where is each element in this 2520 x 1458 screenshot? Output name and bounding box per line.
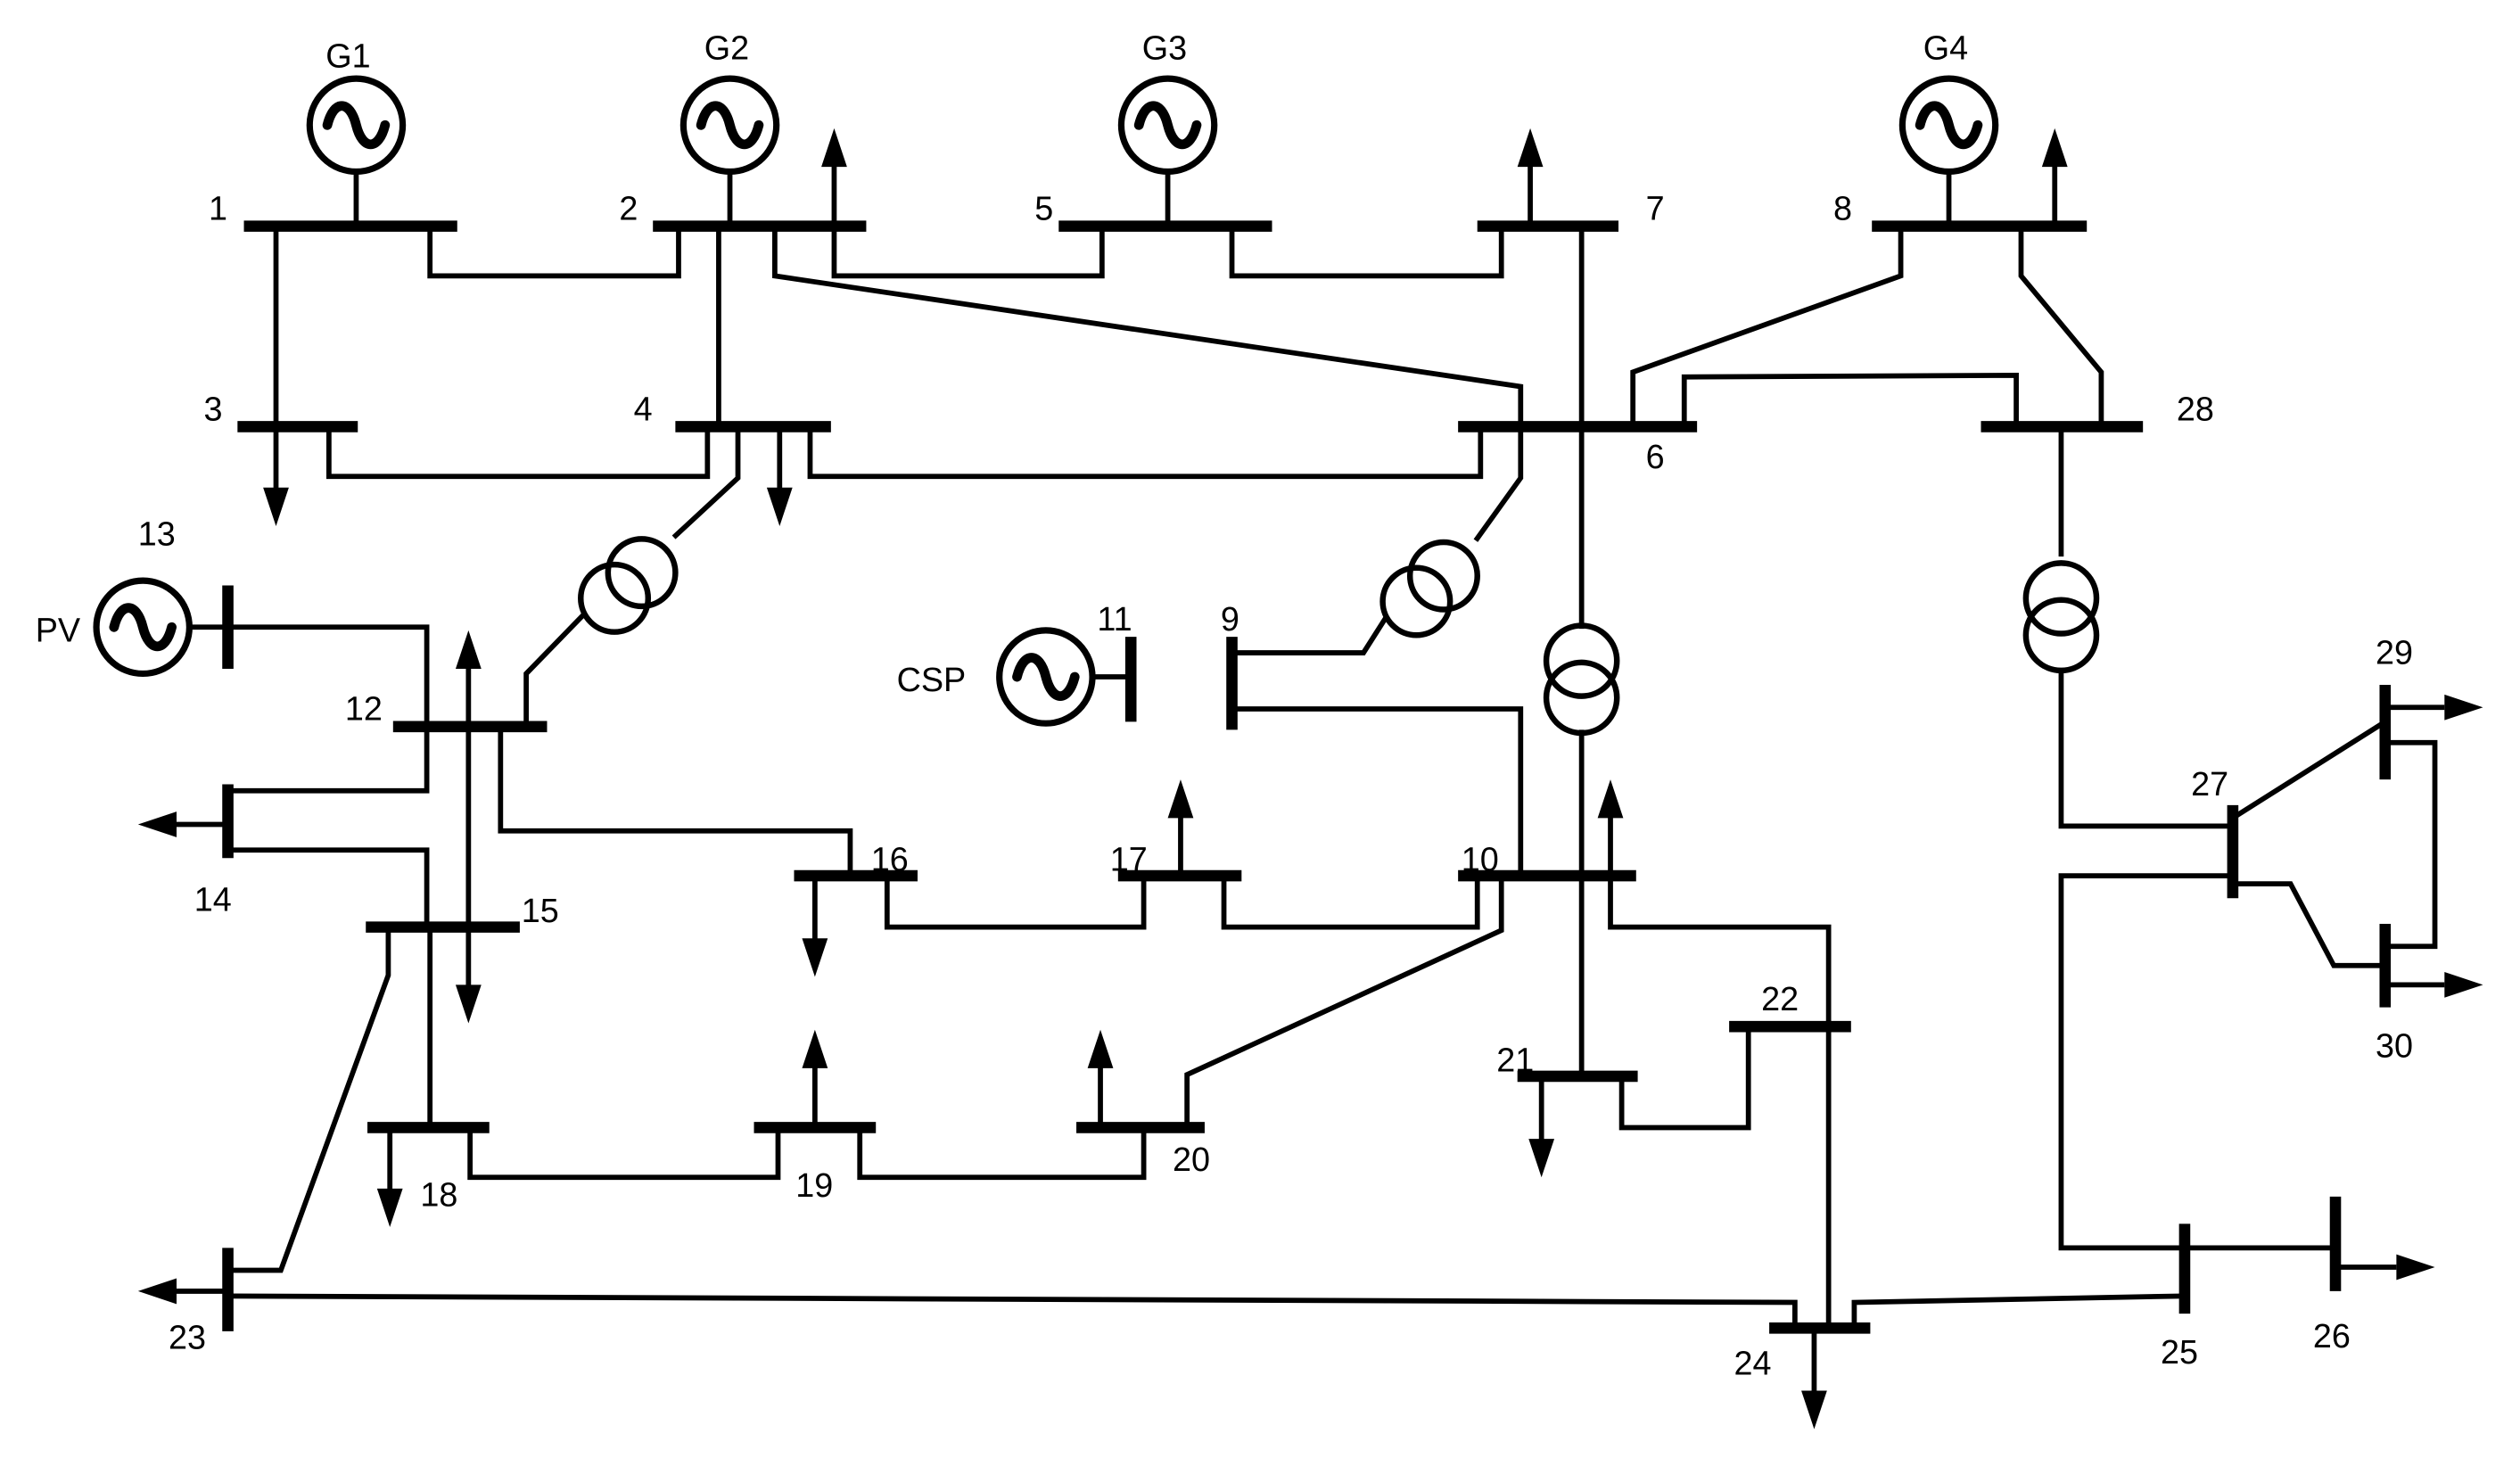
load-arrows [137,128,2483,1429]
label-bus-9: 9 [1221,601,1239,638]
label-g1: G1 [325,38,370,76]
label-bus-29: 29 [2376,635,2413,672]
generator-pv [93,577,228,678]
generator-g2 [679,75,780,227]
generator-csp [996,627,1132,727]
label-bus-7: 7 [1646,190,1665,227]
labels: G1 G2 G3 G4 PV CSP 1 2 5 7 8 3 4 6 28 13… [36,30,2413,1383]
label-g2: G2 [704,30,749,68]
transformer-6-9 [1379,539,1480,638]
label-bus-10: 10 [1462,842,1499,879]
label-bus-13: 13 [138,516,176,554]
label-bus-20: 20 [1173,1141,1210,1179]
buses [222,220,2392,1334]
label-bus-21: 21 [1496,1042,1534,1080]
label-bus-30: 30 [2376,1027,2413,1065]
transformer-28-27 [2022,560,2100,674]
label-bus-12: 12 [345,691,383,729]
label-bus-15: 15 [522,893,559,930]
label-g3: G3 [1142,30,1187,68]
label-bus-8: 8 [1833,190,1852,227]
label-bus-3: 3 [204,391,223,428]
label-bus-22: 22 [1761,981,1799,1018]
transformer-4-12 [578,536,679,635]
label-bus-1: 1 [209,190,227,227]
label-bus-27: 27 [2191,766,2228,803]
label-g4: G4 [1923,30,1968,68]
label-bus-16: 16 [871,842,909,879]
transmission-lines [227,226,2438,1329]
label-bus-25: 25 [2161,1334,2198,1372]
generator-g1 [306,75,407,227]
label-bus-4: 4 [634,391,653,428]
label-bus-23: 23 [169,1320,206,1357]
label-bus-28: 28 [2177,391,2214,428]
label-bus-19: 19 [795,1167,833,1205]
generator-g3 [1117,75,1218,227]
label-csp: CSP [897,662,967,699]
label-bus-18: 18 [420,1177,457,1215]
label-bus-17: 17 [1110,842,1148,879]
label-bus-14: 14 [194,882,232,919]
label-bus-2: 2 [619,190,638,227]
label-bus-5: 5 [1034,190,1053,227]
label-bus-6: 6 [1646,439,1665,476]
label-bus-24: 24 [1734,1345,1772,1382]
label-bus-11: 11 [1097,601,1132,638]
generator-g4 [1898,75,1999,227]
label-pv: PV [36,612,81,649]
label-bus-26: 26 [2313,1318,2351,1355]
transformer-6-10 [1543,622,1620,737]
